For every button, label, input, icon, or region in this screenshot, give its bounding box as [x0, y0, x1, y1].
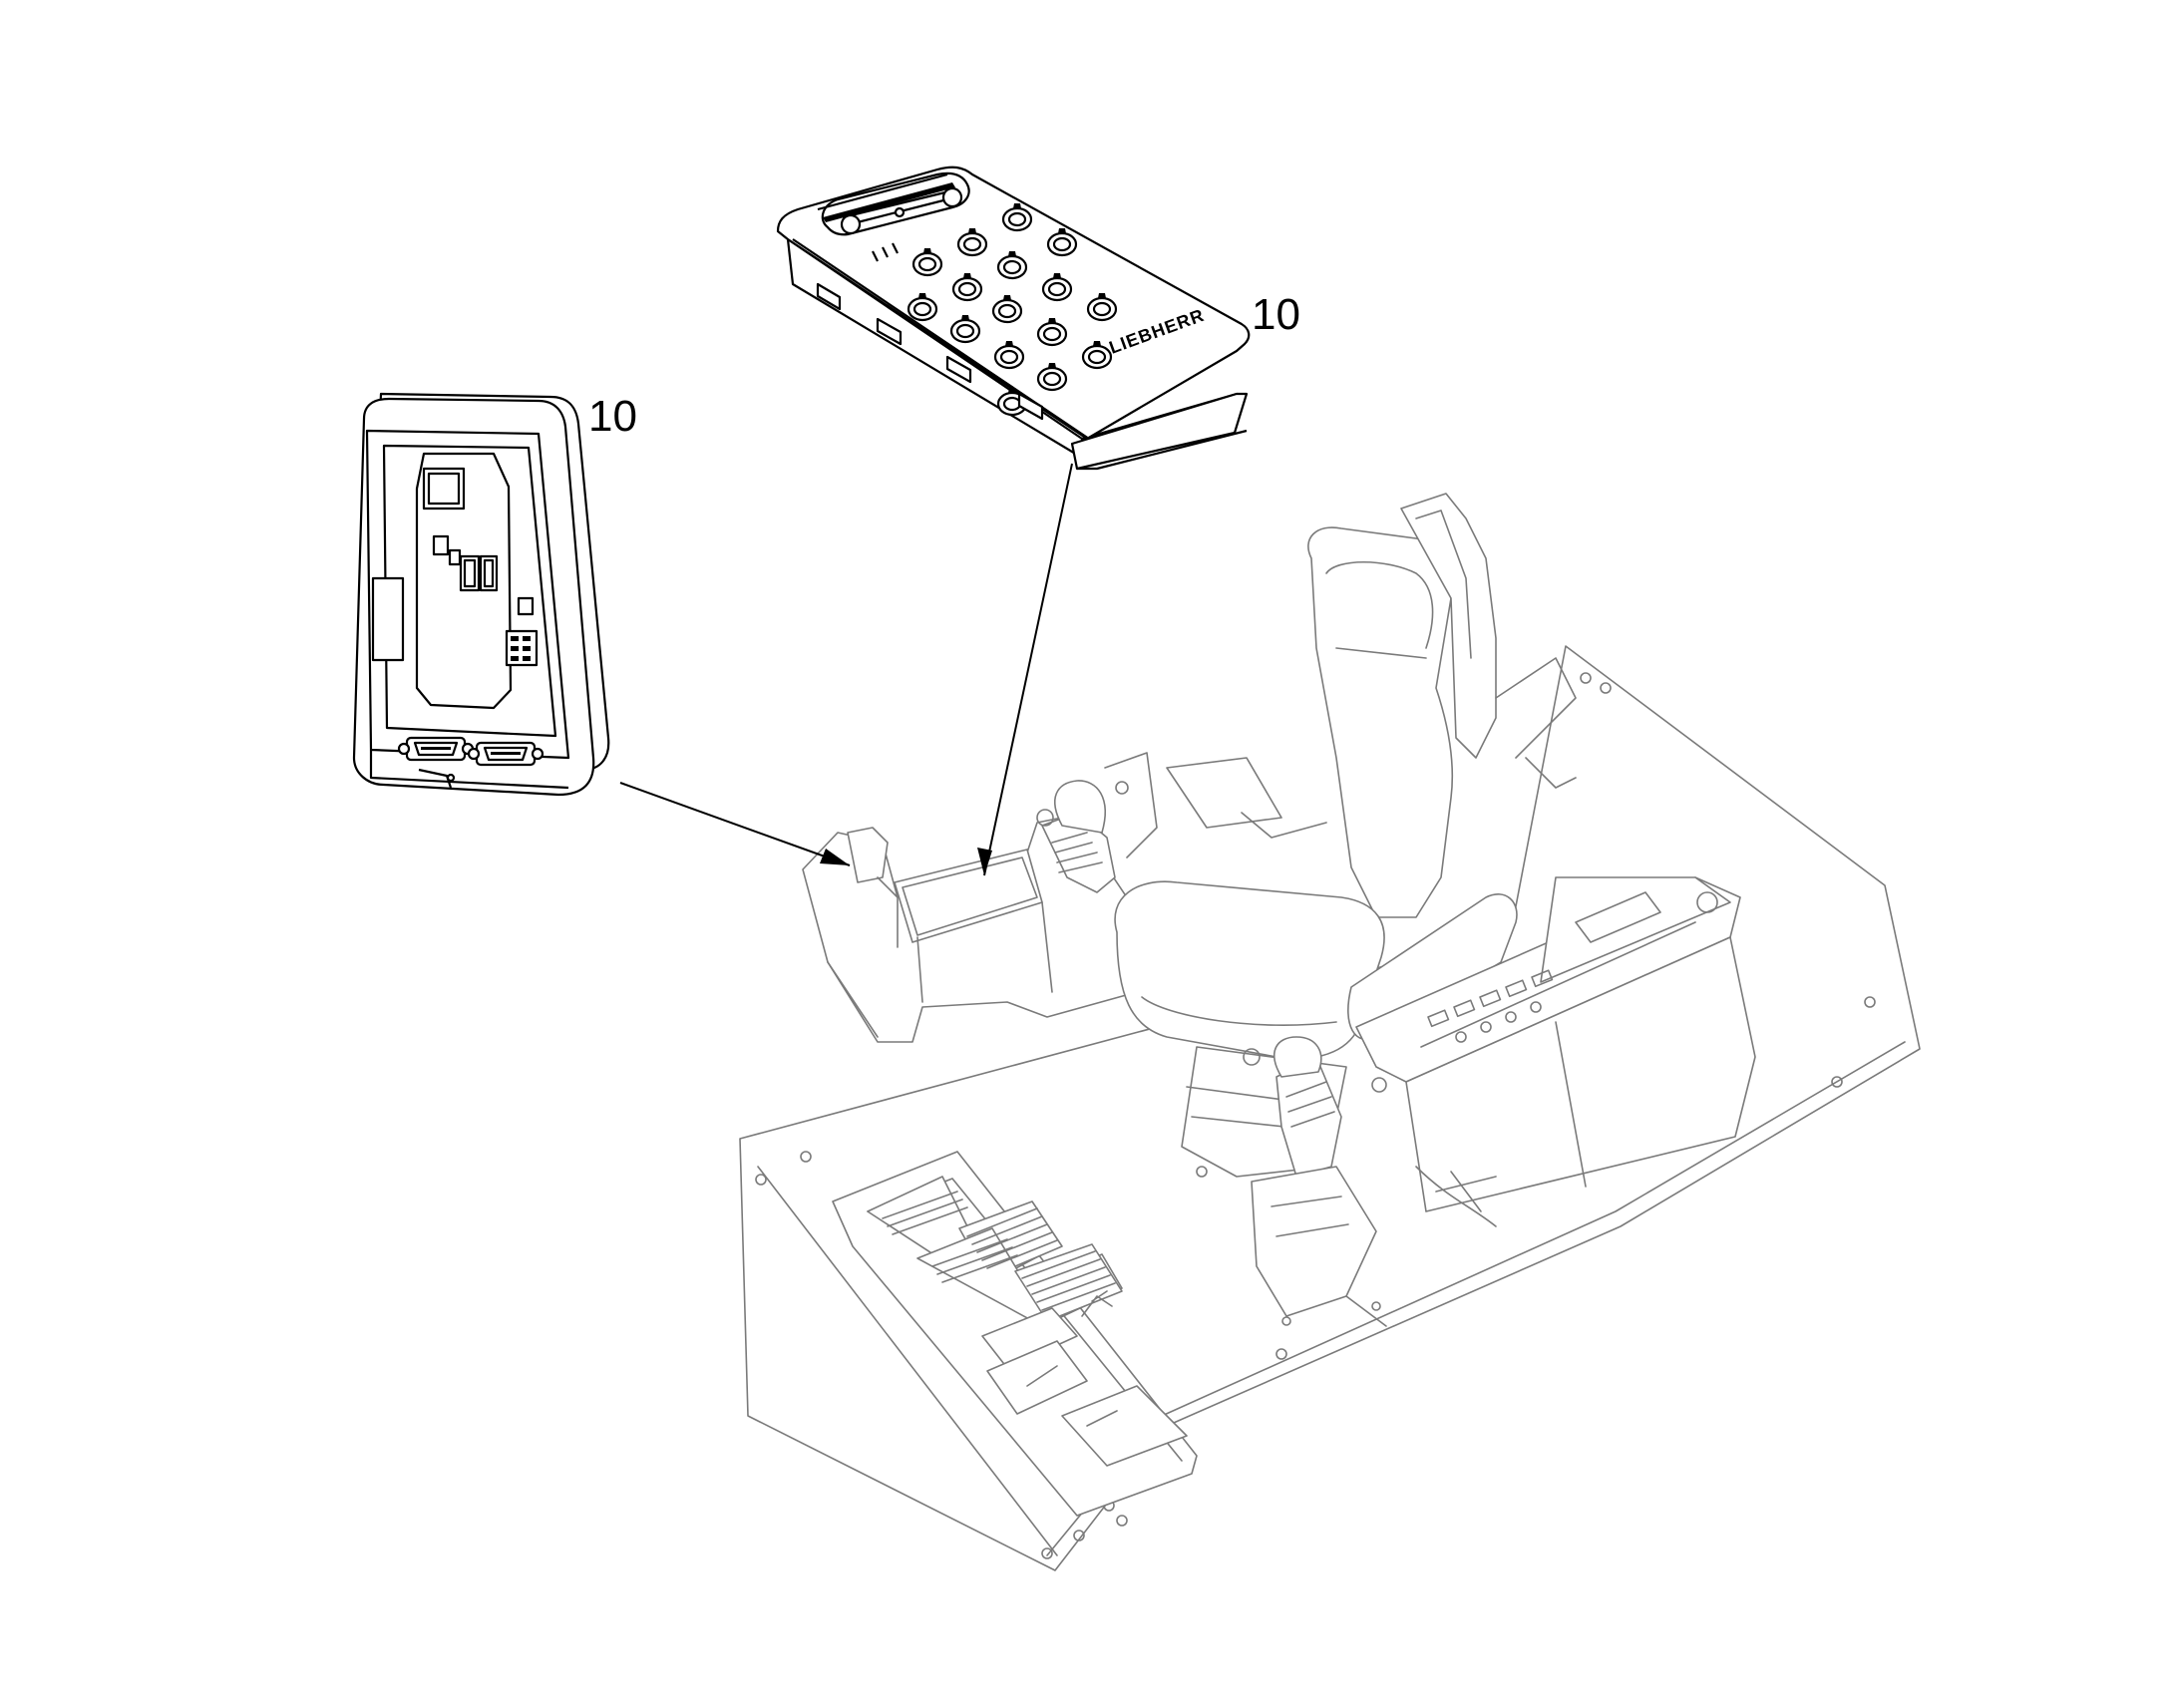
- keypad-button-tab: [1005, 341, 1013, 346]
- keypad-buttons: [907, 203, 1118, 417]
- cab-floor-assembly: [739, 493, 1921, 1571]
- keypad-button: [907, 296, 938, 322]
- keypad-button-face: [1007, 211, 1027, 227]
- controller-chip-large: [422, 467, 466, 511]
- keypad-button-face: [1052, 236, 1072, 252]
- keypad-button-tab: [1048, 318, 1056, 323]
- floor-mounting-holes: [755, 672, 1876, 1559]
- keypad-button: [1036, 321, 1068, 347]
- keypad-button: [956, 231, 988, 257]
- right-console-switches: [1427, 969, 1554, 1043]
- keypad-button: [991, 298, 1023, 324]
- foot-pedal-assembly: [832, 1151, 1198, 1517]
- keypad-button-tab: [1098, 293, 1106, 298]
- left-control-console: [802, 752, 1327, 1043]
- keypad-button-tab: [968, 228, 976, 233]
- keypad-button-face: [957, 281, 977, 297]
- keypad-button: [993, 344, 1025, 370]
- d-sub-connector-left: [397, 736, 475, 762]
- keypad-button: [911, 251, 943, 277]
- keypad-button-face: [1092, 301, 1112, 317]
- controller-unit: [352, 392, 610, 797]
- keypad-button-face: [962, 236, 982, 252]
- keypad-button-tab: [1008, 388, 1016, 393]
- controller-callout-number: 10: [588, 392, 637, 441]
- keypad-button: [1001, 206, 1033, 232]
- pedal-tread-pattern: [882, 1191, 1116, 1311]
- keypad-button-tab: [1013, 203, 1021, 208]
- keypad-button-tab: [918, 293, 926, 298]
- keypad-button: [949, 318, 981, 344]
- leader-lines: [619, 463, 1073, 876]
- keypad-button: [1036, 366, 1068, 392]
- keypad-button-face: [1042, 326, 1062, 342]
- keypad-button-face: [912, 301, 932, 317]
- controller-side-label: [371, 576, 405, 662]
- controller-leader-line: [619, 782, 851, 866]
- keypad-button: [1046, 231, 1078, 257]
- keypad-button-tab: [1093, 341, 1101, 346]
- keypad-button: [1081, 344, 1113, 370]
- keypad-button-tab: [1053, 273, 1061, 278]
- keypad-button-face: [999, 349, 1019, 365]
- keypad-leader-arrowhead: [977, 848, 992, 875]
- keypad-button-tab: [1008, 251, 1016, 256]
- keypad-button-tab: [1048, 363, 1056, 368]
- keypad-button-tab: [923, 248, 931, 253]
- keypad-button-face: [997, 303, 1017, 319]
- keypad-button-face: [1087, 349, 1107, 365]
- operator-seat: [1114, 493, 1756, 1327]
- keypad-button: [1041, 276, 1073, 302]
- keypad-button-face: [917, 256, 937, 272]
- d-sub-connector-right: [467, 741, 545, 767]
- keypad-unit: LIEBHERR: [776, 166, 1251, 471]
- keypad-button: [996, 254, 1028, 280]
- keypad-side-labels: [816, 282, 1044, 421]
- keypad-button-face: [1042, 371, 1062, 387]
- keypad-leader-line: [983, 463, 1073, 876]
- controller-leader-arrowhead: [820, 849, 850, 865]
- keypad-callout-number: 10: [1252, 290, 1300, 339]
- keypad-button: [1086, 296, 1118, 322]
- keypad-button-face: [1002, 259, 1022, 275]
- keypad-button-tab: [1058, 228, 1066, 233]
- keypad-button: [951, 276, 983, 302]
- keypad-button-tab: [1003, 295, 1011, 300]
- keypad-button-face: [955, 323, 975, 339]
- keypad-button-tab: [961, 315, 969, 320]
- keypad-button-tab: [963, 273, 971, 278]
- keypad-button-face: [1047, 281, 1067, 297]
